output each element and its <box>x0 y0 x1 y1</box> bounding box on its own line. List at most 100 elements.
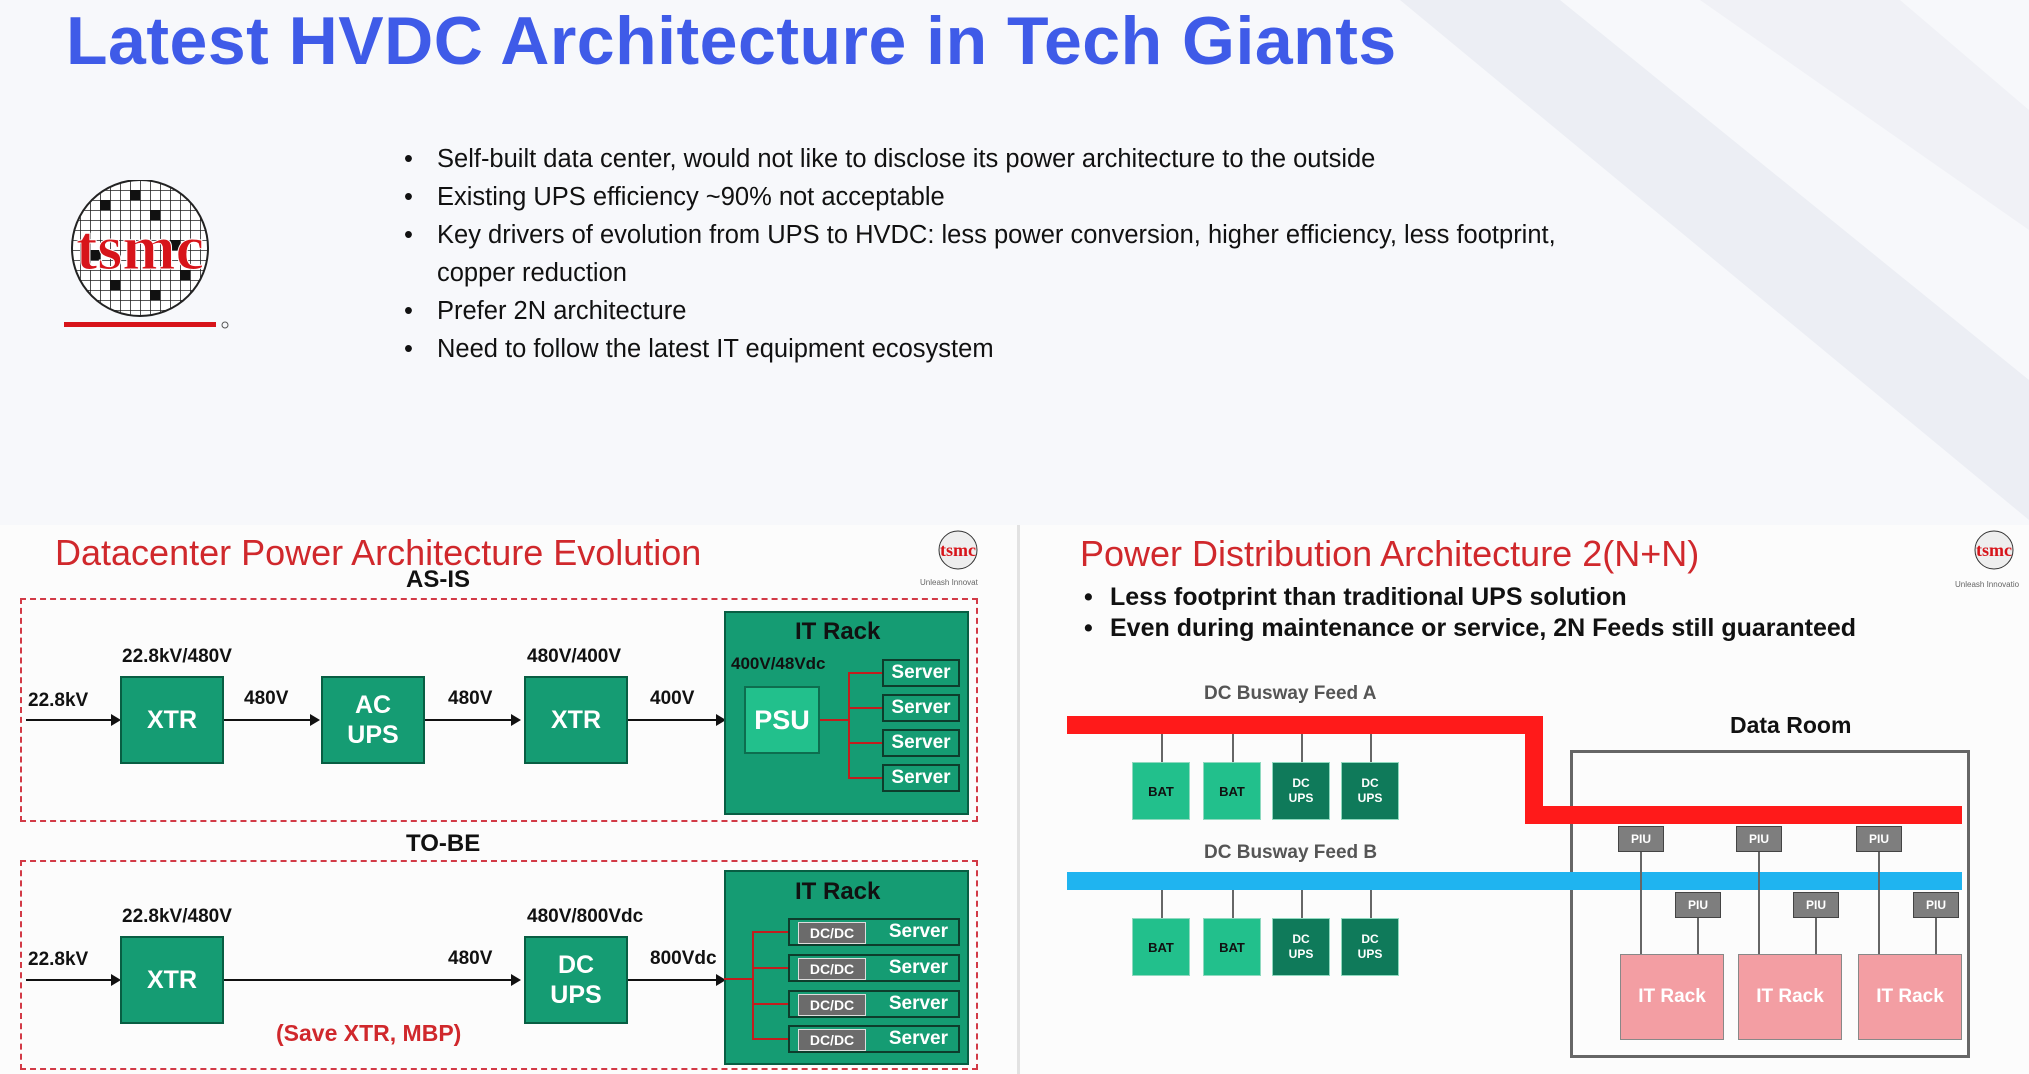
wire <box>1935 918 1937 954</box>
to-be-rack-title: IT Rack <box>795 878 881 905</box>
wire <box>224 979 511 981</box>
arrow-icon <box>511 714 521 726</box>
wire <box>1370 734 1372 762</box>
wire <box>1161 734 1163 762</box>
psu-rating: 400V/48Vdc <box>731 654 826 673</box>
as-is-link1-voltage: 480V <box>244 688 289 709</box>
bullet-item: Need to follow the latest IT equipment e… <box>400 330 1556 368</box>
battery-unit: BAT <box>1203 762 1261 820</box>
server-box: Server <box>882 694 960 722</box>
piu-a: PIU <box>1856 826 1902 852</box>
unit-label: BAT <box>1219 939 1245 955</box>
wire <box>1232 734 1234 762</box>
save-note: (Save XTR, MBP) <box>276 1020 462 1046</box>
dc-ups-unit: DC UPS <box>1272 762 1330 820</box>
arrow-icon <box>716 714 726 726</box>
xtr1-rating: 22.8kV/480V <box>122 646 232 667</box>
as-is-link3-voltage: 400V <box>650 688 695 709</box>
wire <box>1301 734 1303 762</box>
unit-label: DC UPS <box>1288 776 1314 805</box>
feed-b-busway <box>1067 872 1962 890</box>
server-box: Server <box>882 764 960 792</box>
server-label: Server <box>891 662 951 683</box>
ac-ups-line2: UPS <box>347 721 399 749</box>
feed-a-label: DC Busway Feed A <box>1204 683 1377 704</box>
piu-b: PIU <box>1675 892 1721 918</box>
wire <box>752 967 788 969</box>
wire <box>848 672 882 674</box>
xtr1-box: XTR <box>120 676 224 764</box>
to-be-link2-voltage: 800Vdc <box>650 948 717 969</box>
dc-ups-rating: 480V/800Vdc <box>527 906 644 927</box>
piu-label: PIU <box>1925 898 1946 912</box>
panel-divider <box>1017 525 1020 1074</box>
bullet-list: Self-built data center, would not like t… <box>400 140 1556 368</box>
it-rack: IT Rack <box>1620 954 1724 1040</box>
as-is-link2-voltage: 480V <box>448 688 493 709</box>
unit-label: BAT <box>1148 783 1174 799</box>
small-logo-wordmark: tsmc <box>1976 540 2012 560</box>
dc-ups-line1: DC <box>557 951 595 979</box>
bullet-continuation-text: copper reduction <box>437 259 627 287</box>
wire <box>1697 918 1699 954</box>
wire <box>224 719 310 721</box>
to-be-xtr-box: XTR <box>120 936 224 1024</box>
piu-b: PIU <box>1913 892 1959 918</box>
logo-wordmark: tsmc <box>76 212 204 283</box>
wire <box>1301 890 1303 918</box>
to-be-xtr-label: XTR <box>147 966 197 994</box>
bullet-item: Less footprint than traditional UPS solu… <box>1082 582 1856 613</box>
page-title: Latest HVDC Architecture in Tech Giants <box>66 3 1397 79</box>
data-room-frame <box>1570 750 1970 1058</box>
bullet-item: Key drivers of evolution from UPS to HVD… <box>400 216 1556 254</box>
piu-label: PIU <box>1748 832 1769 846</box>
wire <box>26 979 111 981</box>
wire <box>848 707 882 709</box>
piu-label: PIU <box>1868 832 1889 846</box>
psu-label: PSU <box>754 704 810 735</box>
it-rack-label: IT Rack <box>1756 986 1824 1007</box>
arrow-icon <box>511 974 521 986</box>
dc-ups-unit: DC UPS <box>1341 918 1399 976</box>
server-label: Server <box>888 921 948 942</box>
wire <box>1370 890 1372 918</box>
tsmc-logo-small: tsmc <box>1974 530 2014 570</box>
dc-ups-line2: UPS <box>550 981 602 1009</box>
tsmc-logo-small: tsmc <box>938 530 978 570</box>
server-box: Server <box>882 729 960 757</box>
dc-ups-unit: DC UPS <box>1272 918 1330 976</box>
wire <box>724 978 752 980</box>
to-be-frame <box>20 860 978 1070</box>
unit-label: BAT <box>1148 939 1174 955</box>
dcdc-converter: DC/DC <box>798 994 866 1016</box>
dcdc-label: DC/DC <box>809 1032 855 1048</box>
wire <box>752 931 788 933</box>
xtr2-box: XTR <box>524 676 628 764</box>
piu-label: PIU <box>1805 898 1826 912</box>
xtr2-label: XTR <box>551 706 601 734</box>
wire <box>628 979 724 981</box>
wire <box>848 777 882 779</box>
wire <box>425 719 511 721</box>
bullet-item: Even during maintenance or service, 2N F… <box>1082 613 1856 644</box>
bullet-item: Existing UPS efficiency ~90% not accepta… <box>400 178 1556 216</box>
arrow-icon <box>716 974 726 986</box>
wire <box>1232 890 1234 918</box>
server-label: Server <box>888 957 948 978</box>
battery-unit: BAT <box>1132 918 1190 976</box>
unit-label: BAT <box>1219 783 1245 799</box>
dcdc-converter: DC/DC <box>798 1029 866 1051</box>
bullet-item: Self-built data center, would not like t… <box>400 140 1556 178</box>
to-be-title: TO-BE <box>406 830 481 857</box>
server-label: Server <box>888 1028 948 1049</box>
server-box: Server <box>882 659 960 687</box>
arrow-icon <box>111 714 121 726</box>
wire <box>848 672 850 778</box>
distribution-bullets: Less footprint than traditional UPS solu… <box>1082 582 1856 644</box>
dc-ups-unit: DC UPS <box>1341 762 1399 820</box>
small-logo-wordmark: tsmc <box>940 540 976 560</box>
dcdc-label: DC/DC <box>809 925 855 941</box>
wire <box>752 1038 788 1040</box>
bullet-continuation: copper reduction <box>400 254 1556 292</box>
